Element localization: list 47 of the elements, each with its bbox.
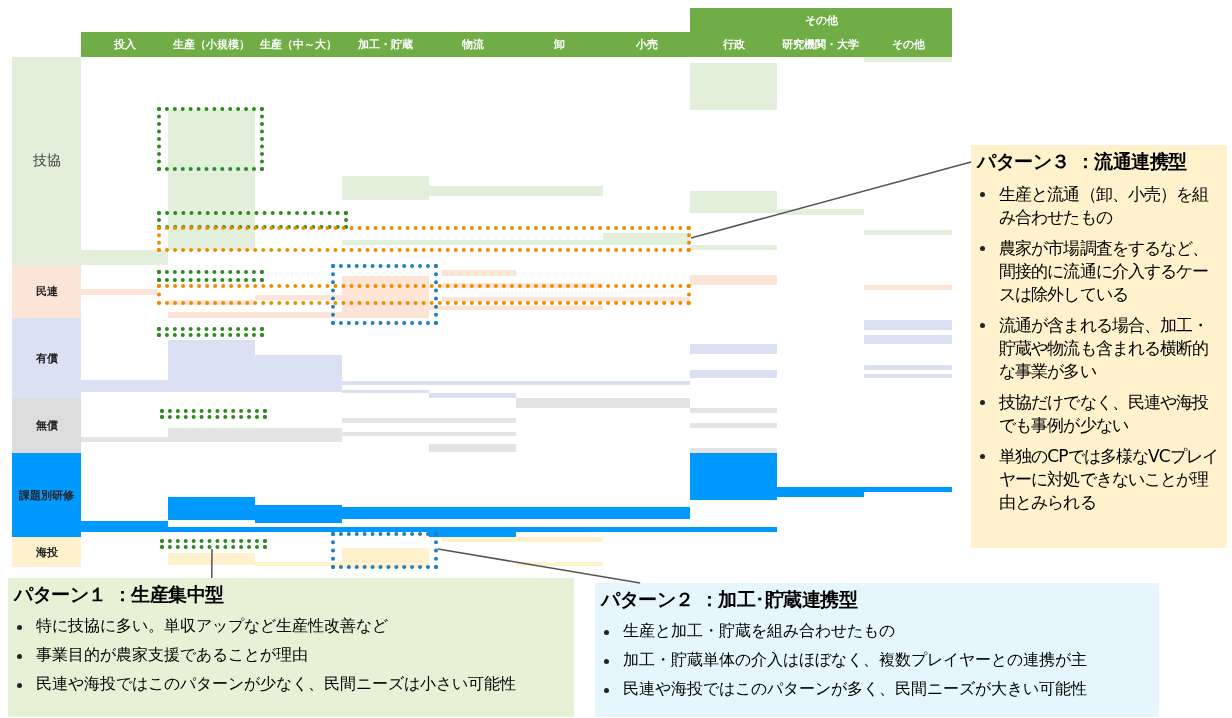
column-header: 投入	[81, 32, 168, 57]
row-header: 民連	[12, 265, 81, 318]
callout-heading: パターン１ ：生産集中型	[14, 582, 225, 607]
callout-heading: パターン３ ：流通連携型	[977, 149, 1188, 174]
column-header: その他	[690, 8, 952, 32]
column-header: 生産（中～大）	[255, 32, 342, 57]
dotted-box	[157, 107, 264, 171]
callout-heading: パターン２ ：加工･貯蔵連携型	[601, 587, 859, 612]
leader-line	[437, 548, 641, 584]
dotted-box	[331, 264, 438, 325]
callout-box	[595, 583, 1159, 717]
column-header: 小売	[603, 32, 690, 57]
callout-box	[8, 578, 574, 717]
leader-line	[690, 161, 972, 239]
bullet-text: 事業目的が農家支援であることが理由	[36, 645, 309, 666]
bullet-text: 生産と加工・貯蔵を組み合わせたもの	[623, 621, 896, 642]
dotted-box	[331, 532, 438, 569]
row-header: 技協	[12, 57, 81, 265]
bullet-text: 特に技協に多い。単収アップなど生産性改善など	[36, 616, 389, 637]
column-header: 加工・貯蔵	[342, 32, 429, 57]
dotted-box	[157, 270, 264, 282]
bullet-text: 農家が市場調査をするなど、間接的に流通に介入するケースは除外している	[999, 237, 1210, 306]
dotted-box	[157, 327, 264, 337]
dotted-box	[160, 409, 267, 419]
column-header: 生産（小規模）	[168, 32, 255, 57]
column-header: 卸	[516, 32, 603, 57]
dotted-box	[157, 211, 348, 229]
row-header: 無償	[12, 398, 81, 453]
row-header: 有償	[12, 318, 81, 398]
dotted-box	[157, 284, 691, 305]
row-header: 海投	[12, 537, 81, 567]
column-header: 研究機関・大学	[777, 32, 864, 57]
bullet-text: 技協だけでなく、民連や海投でも事例が少ない	[999, 391, 1210, 437]
bullet-text: 民連や海投ではこのパターンが少なく、民間ニーズは小さい可能性	[36, 674, 517, 695]
bullet-text: 生産と流通（卸、小売）を組み合わせたもの	[999, 183, 1210, 229]
bullet-text: 単独のCPでは多様なVCプレイヤーに対処できないことが理由とみられる	[999, 445, 1220, 514]
column-header: 行政	[690, 32, 777, 57]
leader-line	[211, 548, 213, 579]
row-header: 課題別研修	[12, 453, 81, 537]
bullet-text: 民連や海投ではこのパターンが多く、民間ニーズが大きい可能性	[623, 679, 1088, 700]
callout-box	[971, 145, 1227, 548]
dotted-box	[160, 539, 267, 549]
bullet-text: 流通が含まれる場合、加工・貯蔵や物流も含まれる横断的な事業が多い	[999, 314, 1210, 383]
column-header: 物流	[429, 32, 516, 57]
column-header: その他	[864, 32, 952, 57]
bullet-text: 加工・貯蔵単体の介入はほぼなく、複数プレイヤーとの連携が主	[623, 650, 1088, 671]
dotted-box	[157, 226, 691, 252]
